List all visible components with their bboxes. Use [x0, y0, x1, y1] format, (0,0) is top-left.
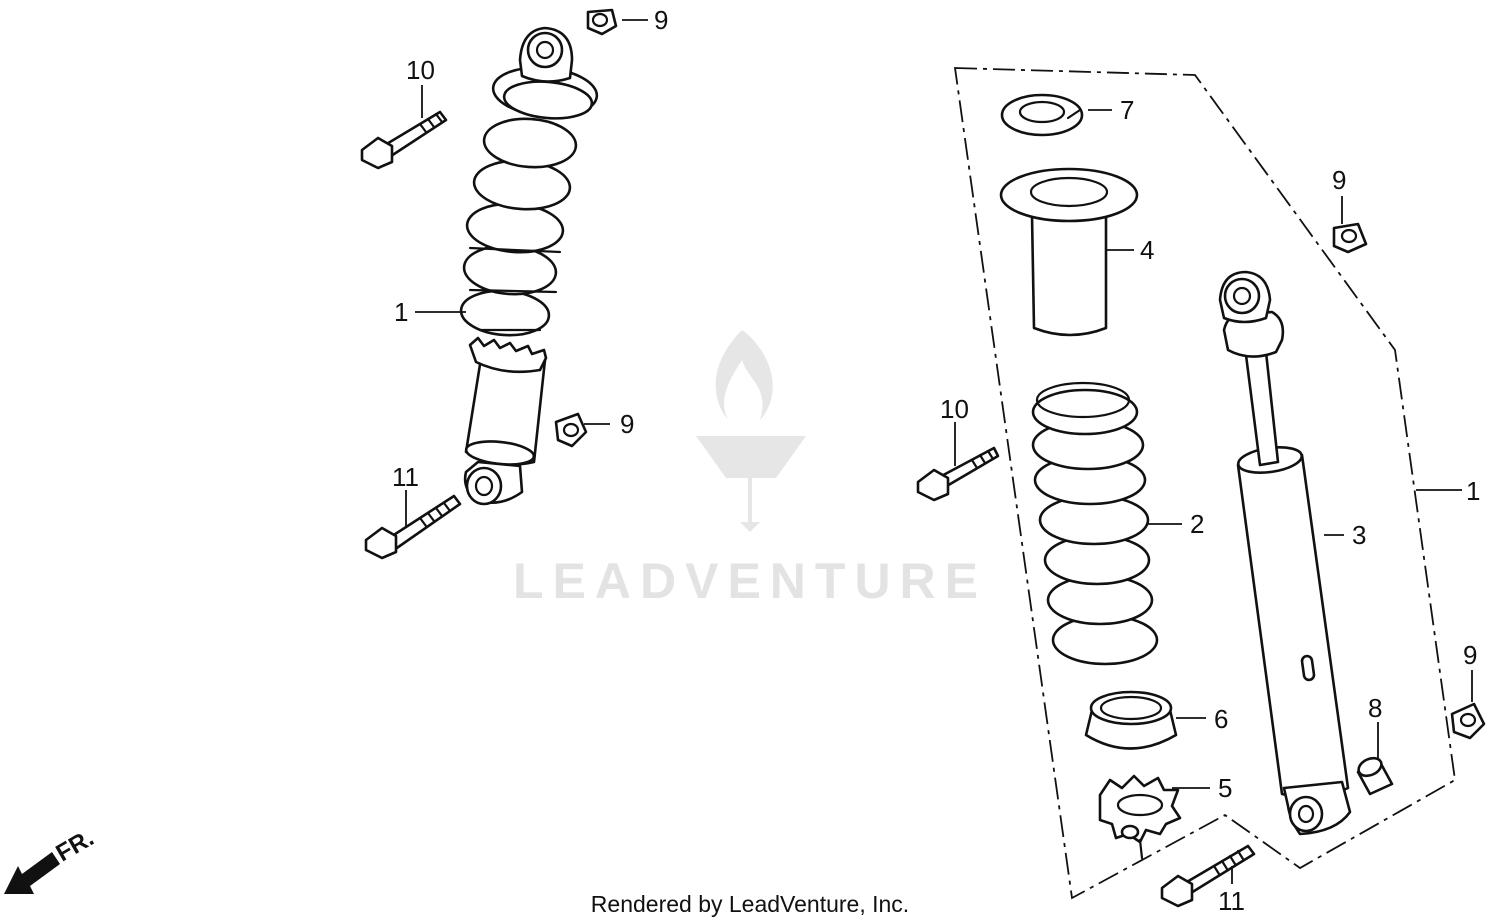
- spring-adjuster: [468, 336, 548, 374]
- callout-8: 8: [1368, 693, 1382, 723]
- exploded-view-boundary: [953, 67, 1456, 900]
- callout-10-right: 10: [940, 394, 969, 424]
- callout-5: 5: [1218, 773, 1232, 803]
- damper-unit: [1218, 270, 1352, 836]
- spring-retainer: [1000, 93, 1084, 137]
- leader-lines: [405, 19, 1473, 884]
- flange-bolt-upper-right: [916, 446, 1000, 502]
- callout-9-side-left: 9: [620, 409, 634, 439]
- front-direction-arrow: FR.: [4, 824, 98, 894]
- callout-9-side-right: 9: [1463, 640, 1477, 670]
- flange-nut-top-left: [586, 8, 618, 36]
- lower-mount-eye: [465, 466, 503, 506]
- render-credit: Rendered by LeadVenture, Inc.: [591, 891, 909, 917]
- spring-adjuster-ring: [1098, 774, 1182, 860]
- spring-seat: [1084, 690, 1178, 750]
- flange-nut-side-left: [554, 412, 588, 448]
- callout-11-left: 11: [392, 462, 419, 492]
- callout-4: 4: [1140, 235, 1154, 265]
- spring-guide: [999, 167, 1139, 337]
- watermark-text: LEADVENTURE: [513, 553, 987, 609]
- damper-upper-eye: [1223, 277, 1261, 315]
- callout-9-top-left: 9: [654, 5, 668, 35]
- flange-bolt-lower-right: [1160, 844, 1256, 908]
- flange-bolt-lower-left: [364, 494, 462, 560]
- flange-bolt-upper-left: [360, 110, 448, 170]
- callout-1-right: 1: [1466, 476, 1480, 506]
- leadventure-watermark: LEADVENTURE: [513, 330, 987, 609]
- callout-9-top-right: 9: [1332, 165, 1346, 195]
- callout-3: 3: [1352, 520, 1366, 550]
- front-arrow-icon: [4, 852, 60, 894]
- coil-spring: [1031, 381, 1159, 666]
- leadventure-logo-icon: [696, 330, 806, 532]
- callout-7: 7: [1120, 95, 1134, 125]
- flange-nut-top-right: [1332, 222, 1368, 254]
- callout-11-right: 11: [1218, 886, 1245, 916]
- assembled-rear-shock: [459, 26, 599, 506]
- upper-mount-eye: [526, 31, 564, 69]
- callout-10-left: 10: [406, 55, 435, 85]
- flange-nut-side-right: [1450, 702, 1486, 740]
- coil-spring-assembled: [459, 117, 578, 337]
- damper-lower-eye: [1288, 795, 1324, 833]
- front-label: FR.: [52, 824, 99, 867]
- collar: [1356, 756, 1394, 796]
- callout-1-left: 1: [394, 297, 408, 327]
- callout-2: 2: [1190, 509, 1204, 539]
- callout-6: 6: [1214, 704, 1228, 734]
